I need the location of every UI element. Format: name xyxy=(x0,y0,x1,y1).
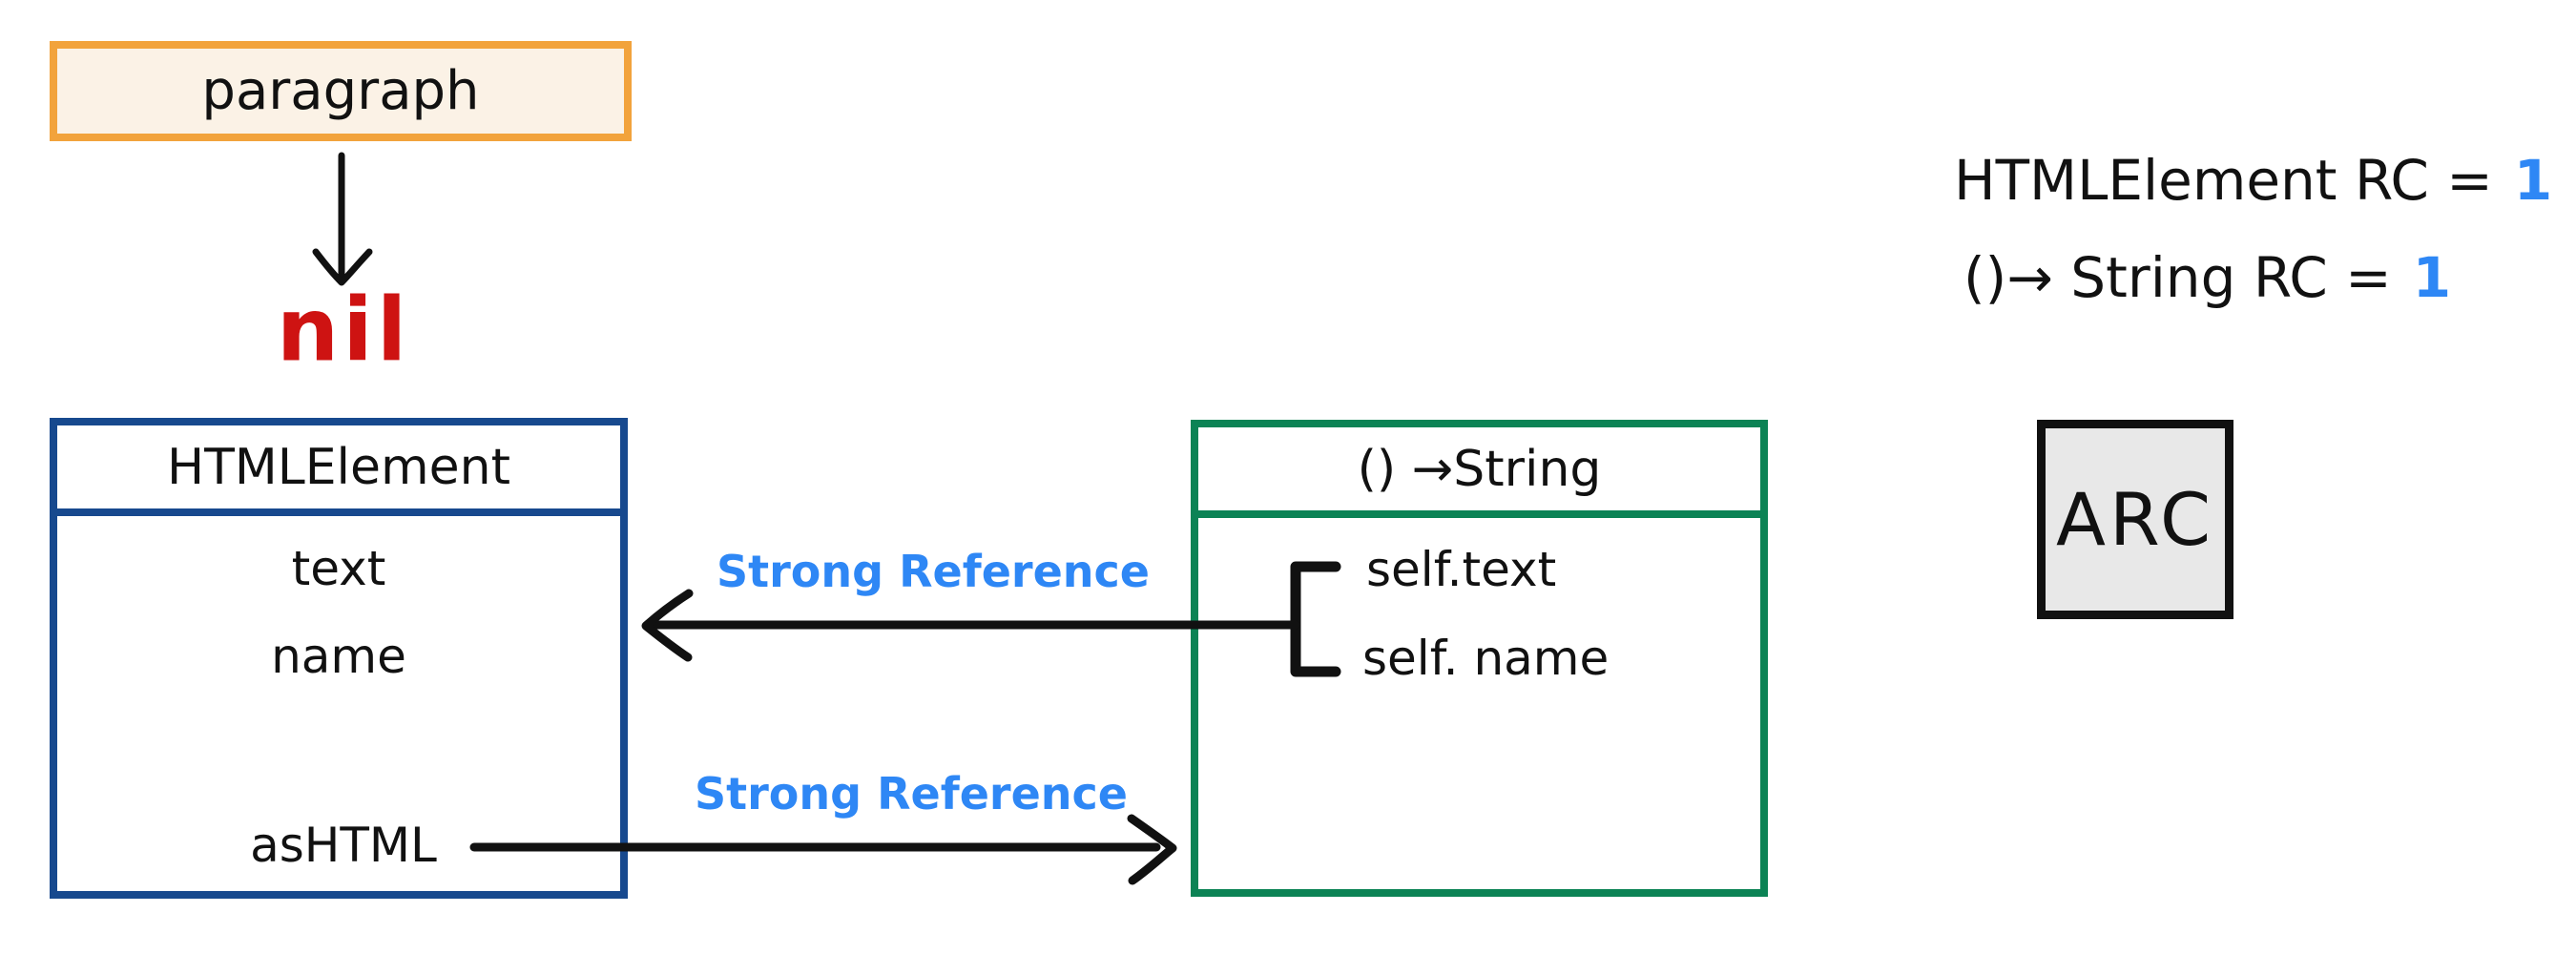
capture-self-text: self.text xyxy=(1366,542,1557,597)
field-ashtml: asHTML xyxy=(250,818,437,873)
ref-count-line-2: ()→ String RC = 1 xyxy=(1963,245,2451,310)
ref-count-1-label: HTMLElement RC = xyxy=(1954,148,2493,213)
paragraph-variable-box: paragraph xyxy=(50,41,632,141)
strong-reference-label-1: Strong Reference xyxy=(716,546,1151,597)
html-element-box: HTMLElement xyxy=(50,418,628,899)
nil-label: nil xyxy=(276,279,411,382)
ref-count-2-value: 1 xyxy=(2412,245,2452,310)
capture-self-name: self. name xyxy=(1362,631,1610,686)
field-text: text xyxy=(291,541,386,596)
field-name: name xyxy=(271,629,406,684)
ref-count-line-1: HTMLElement RC = 1 xyxy=(1954,148,2552,213)
paragraph-label: paragraph xyxy=(201,60,480,122)
closure-title: () →String xyxy=(1198,427,1760,518)
strong-reference-arrow-2-head xyxy=(1127,814,1177,885)
arc-label: ARC xyxy=(2055,477,2215,562)
arc-box: ARC xyxy=(2037,420,2233,619)
strong-reference-arrow-1-head xyxy=(641,589,694,662)
strong-reference-label-2: Strong Reference xyxy=(694,768,1129,819)
ref-count-1-value: 1 xyxy=(2513,148,2553,213)
html-element-title: HTMLElement xyxy=(57,425,620,516)
closure-box: () →String xyxy=(1191,420,1768,897)
paragraph-to-nil-arrowhead xyxy=(312,248,373,286)
ref-count-2-label: ()→ String RC = xyxy=(1963,245,2392,310)
